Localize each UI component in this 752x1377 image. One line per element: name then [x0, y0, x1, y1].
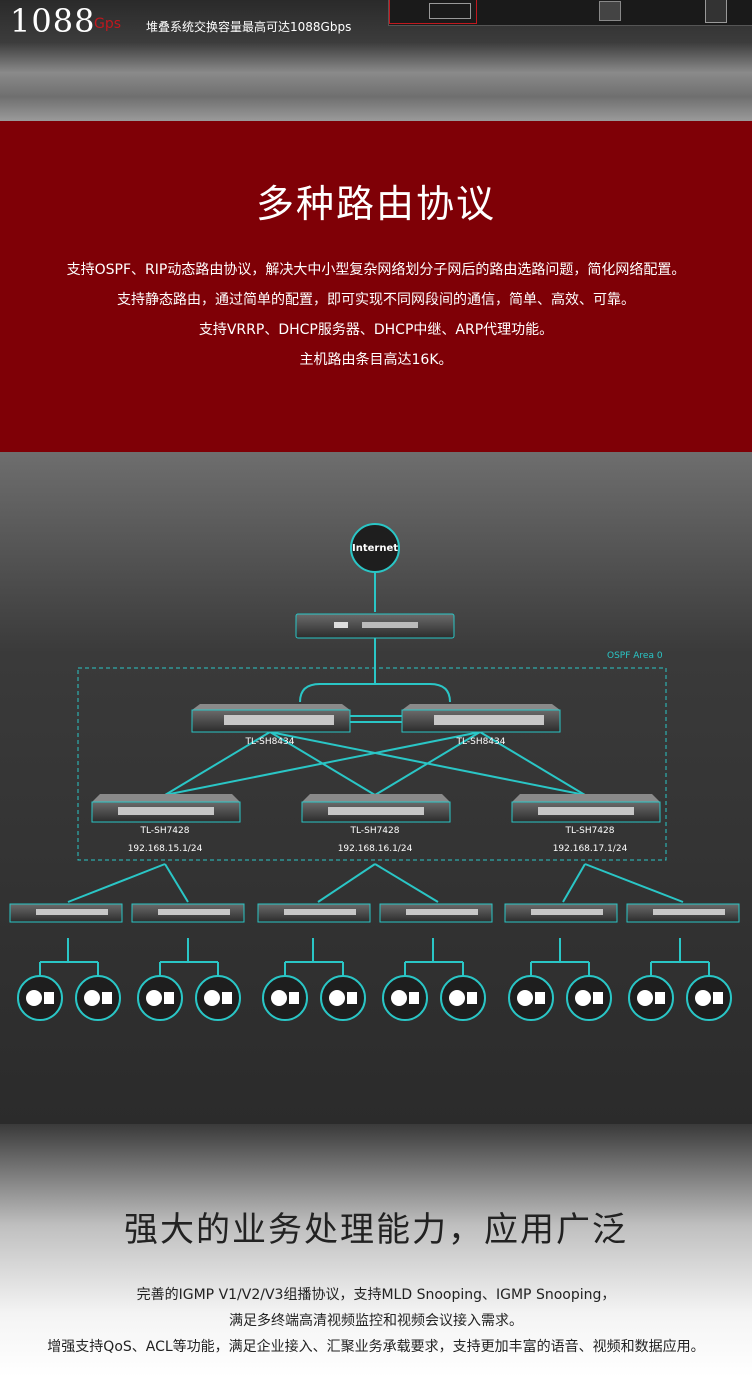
agg-switch-2-label: TL-SH7428: [350, 826, 400, 836]
agg-switch-3: [511, 794, 661, 823]
agg-switch-2-ip: 192.168.16.1/24: [338, 844, 413, 854]
core-switch-2-label: TL-SH8434: [456, 737, 506, 747]
agg-switch-3-label: TL-SH7428: [565, 826, 615, 836]
agg-switch-1: [91, 794, 241, 823]
topology-links: [39, 572, 710, 980]
capacity-unit: Gps: [94, 16, 122, 32]
business-line-2: 满足多终端高清视频监控和视频会议接入需求。: [229, 1313, 523, 1329]
access-switches: [9, 903, 740, 923]
routing-title: 多种路由协议: [255, 182, 496, 226]
ospf-area-box: [77, 667, 667, 861]
access-points: [17, 975, 732, 1021]
core-switch-2: [401, 704, 561, 733]
capacity-description: 堆叠系统交换容量最高可达1088Gbps: [146, 20, 352, 34]
routing-line-1: 支持OSPF、RIP动态路由协议，解决大中小型复杂网络划分子网后的路由选路问题，…: [66, 262, 686, 278]
agg-switch-2: [301, 794, 451, 823]
agg-switch-1-label: TL-SH7428: [140, 826, 190, 836]
business-title: 强大的业务处理能力，应用广泛: [124, 1210, 628, 1250]
agg-switch-3-ip: 192.168.17.1/24: [553, 844, 628, 854]
routing-line-4: 主机路由条目高达16K。: [299, 352, 453, 368]
internet-globe-icon: [350, 523, 400, 573]
ospf-area-label: OSPF Area 0: [607, 651, 663, 661]
business-line-3: 增强支持QoS、ACL等功能，满足企业接入、汇聚业务承载要求，支持更加丰富的语音…: [47, 1339, 705, 1355]
routing-line-2: 支持静态路由，通过简单的配置，即可实现不同网段间的通信，简单、高效、可靠。: [117, 292, 635, 308]
access-switch-ports: [36, 909, 725, 915]
stack-port: [429, 3, 471, 19]
capacity-value: 1088: [10, 2, 96, 40]
core-switch-1-label: TL-SH8434: [245, 737, 295, 747]
internet-label: Internet: [352, 543, 398, 554]
business-section: 强大的业务处理能力，应用广泛 完善的IGMP V1/V2/V3组播协议，支持ML…: [0, 1124, 752, 1377]
highlight-frame: [389, 0, 477, 24]
routing-line-3: 支持VRRP、DHCP服务器、DHCP中继、ARP代理功能。: [198, 322, 554, 338]
core-switch-1: [191, 704, 351, 733]
topology-svg: OSPF Area 0 Internet TL-SH8434: [9, 523, 740, 1021]
power-switch-icon: [599, 1, 621, 21]
routing-section: 多种路由协议 支持OSPF、RIP动态路由协议，解决大中小型复杂网络划分子网后的…: [0, 121, 752, 452]
business-line-1: 完善的IGMP V1/V2/V3组播协议，支持MLD Snooping、IGMP…: [136, 1287, 616, 1303]
router-device: [295, 613, 455, 639]
power-socket-icon: [705, 0, 727, 23]
agg-switch-1-ip: 192.168.15.1/24: [128, 844, 203, 854]
switch-rear-image: [388, 0, 752, 26]
capacity-banner: 1088 Gps 堆叠系统交换容量最高可达1088Gbps: [0, 0, 752, 121]
network-diagram: OSPF Area 0 Internet TL-SH8434: [0, 452, 752, 1124]
